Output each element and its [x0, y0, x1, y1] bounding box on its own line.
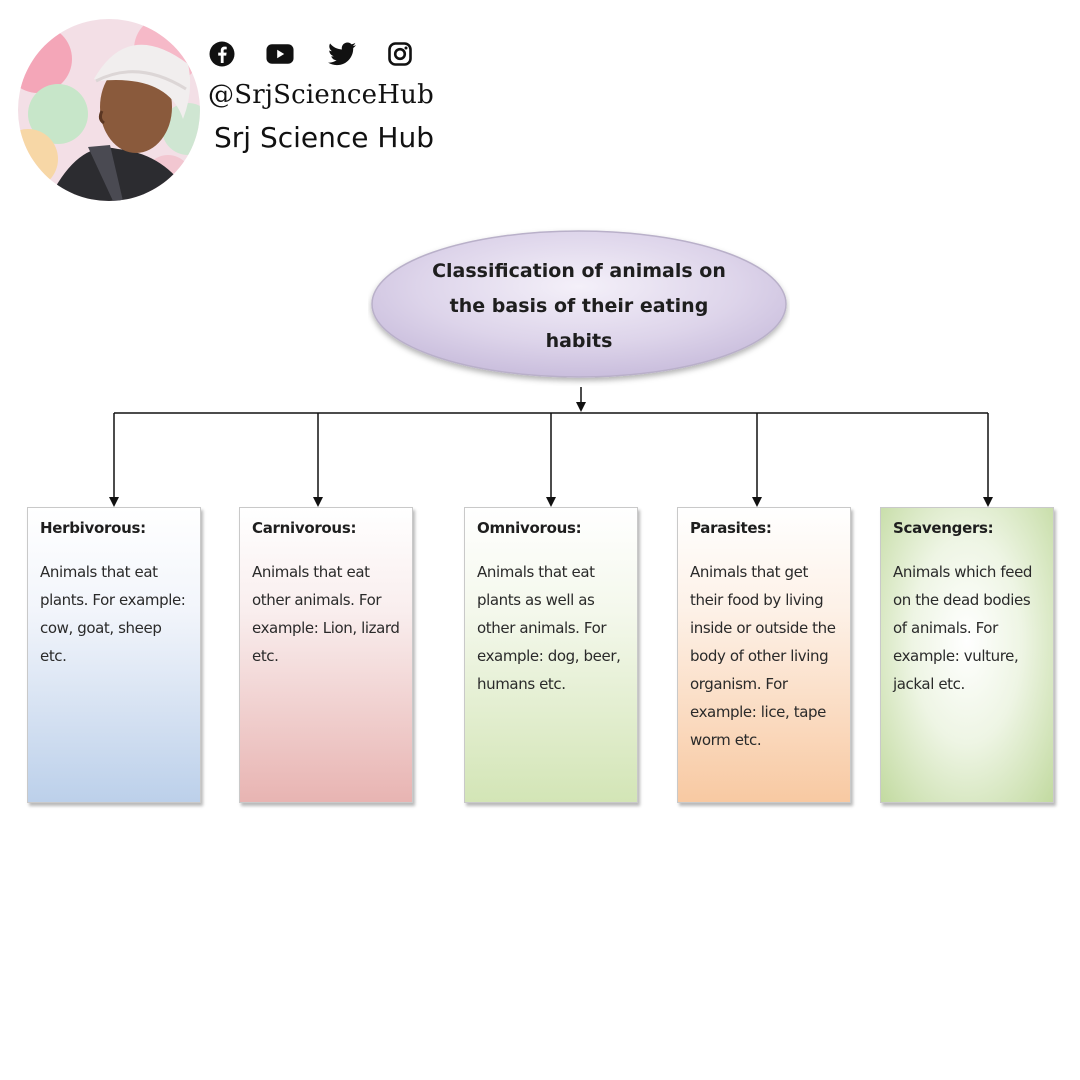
- category-title: Omnivorous:: [477, 519, 582, 537]
- category-box-carnivorous: Carnivorous: Animals that eat other anim…: [239, 507, 413, 803]
- category-title: Carnivorous:: [252, 519, 357, 537]
- facebook-icon[interactable]: [208, 40, 236, 68]
- brand-name: Srj Science Hub: [214, 121, 434, 154]
- category-description: Animals which feed on the dead bodies of…: [893, 563, 1033, 693]
- category-description: Animals that eat plants as well as other…: [477, 563, 621, 693]
- root-title: Classification of animals on the basis o…: [432, 259, 726, 352]
- category-box-herbivorous: Herbivorous: Animals that eat plants. Fo…: [27, 507, 201, 803]
- category-title: Scavengers:: [893, 519, 994, 537]
- instagram-icon[interactable]: [386, 40, 414, 68]
- category-title: Parasites:: [690, 519, 772, 537]
- root-ellipse: [371, 230, 787, 378]
- category-description: Animals that eat plants. For example: co…: [40, 563, 186, 665]
- twitter-icon[interactable]: [328, 40, 356, 68]
- profile-header: @SrjScienceHub Srj Science Hub: [0, 0, 1080, 215]
- category-description: Animals that eat other animals. For exam…: [252, 563, 400, 665]
- category-box-parasites: Parasites: Animals that get their food b…: [677, 507, 851, 803]
- youtube-icon[interactable]: [266, 40, 294, 68]
- connector-lines: [109, 387, 993, 507]
- social-handle[interactable]: @SrjScienceHub: [208, 80, 434, 110]
- avatar[interactable]: [18, 19, 200, 201]
- category-description: Animals that get their food by living in…: [690, 563, 836, 749]
- classification-diagram: Classification of animals on the basis o…: [0, 215, 1080, 815]
- category-box-scavengers: Scavengers: Animals which feed on the de…: [880, 507, 1054, 803]
- category-box-omnivorous: Omnivorous: Animals that eat plants as w…: [464, 507, 638, 803]
- root-node: Classification of animals on the basis o…: [368, 226, 790, 386]
- category-title: Herbivorous:: [40, 519, 146, 537]
